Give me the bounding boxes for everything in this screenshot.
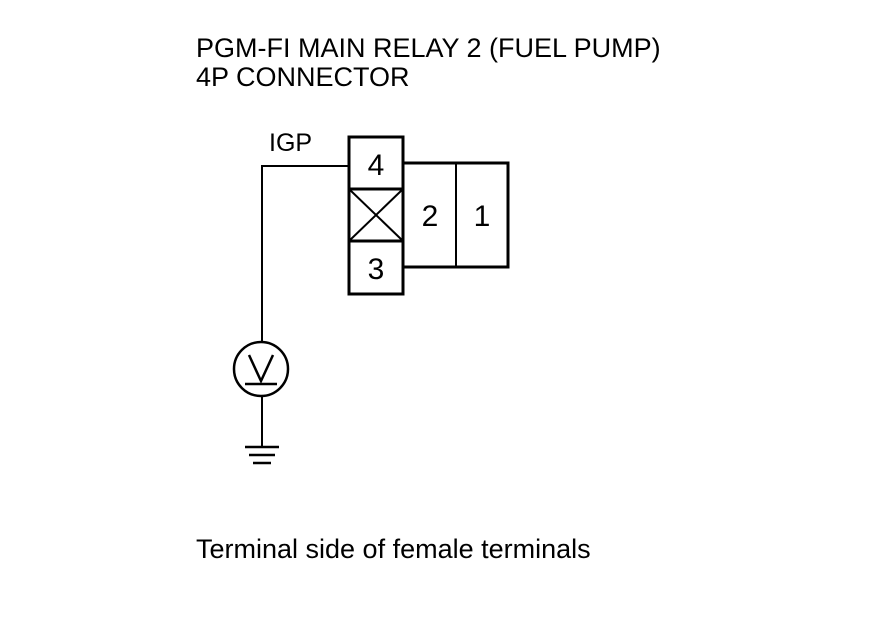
voltmeter-icon: [232, 340, 290, 398]
unused-cavity-icon: [348, 188, 404, 242]
igp-wire-label: IGP: [269, 129, 312, 157]
igp-wire: IGP: [261, 129, 349, 342]
title-line-1: PGM-FI MAIN RELAY 2 (FUEL PUMP): [196, 33, 661, 63]
diagram-title: PGM-FI MAIN RELAY 2 (FUEL PUMP) 4P CONNE…: [196, 34, 661, 92]
title-line-2: 4P CONNECTOR: [196, 62, 410, 92]
terminal-1: 1: [474, 200, 491, 233]
terminal-3: 3: [368, 253, 385, 286]
terminal-2: 2: [422, 200, 439, 233]
connector-4p: 4 2 1 3: [347, 135, 510, 296]
diagram-caption: Terminal side of female terminals: [196, 534, 591, 564]
ground-icon: [245, 445, 279, 465]
terminal-4: 4: [368, 149, 385, 182]
